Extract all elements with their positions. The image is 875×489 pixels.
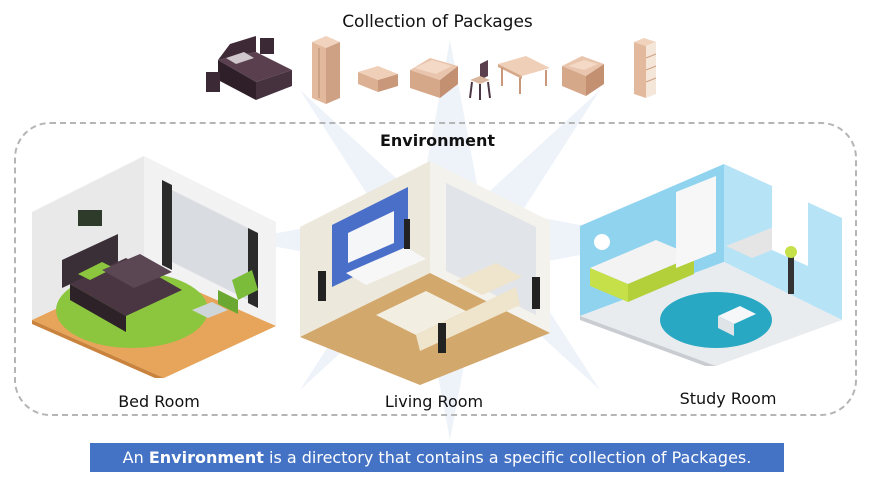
chair-icon [469, 60, 491, 100]
caption-prefix: An [122, 448, 149, 467]
packages-title: Collection of Packages [342, 12, 533, 32]
room-label-living-room: Living Room [384, 392, 484, 411]
caption-banner: An Environment is a directory that conta… [90, 443, 784, 472]
coffee-table-icon [358, 66, 398, 92]
caption-suffix: is a directory that contains a specific … [263, 448, 752, 467]
packages-row [206, 36, 657, 104]
environment-boundary [14, 122, 857, 416]
environment-title: Environment [379, 131, 496, 150]
bed-icon [206, 36, 292, 100]
room-label-study-room: Study Room [679, 389, 777, 408]
bedroom-illustration [32, 156, 276, 378]
table-icon [498, 56, 550, 94]
armchair-icon [562, 56, 604, 96]
study-room-illustration [580, 164, 842, 366]
living-room-illustration [300, 161, 550, 385]
caption-bold-term: Environment [148, 448, 264, 467]
bookshelf-icon [634, 38, 657, 98]
room-label-bedroom: Bed Room [118, 392, 200, 411]
wardrobe-icon [312, 36, 340, 104]
sofa-icon [410, 58, 458, 98]
